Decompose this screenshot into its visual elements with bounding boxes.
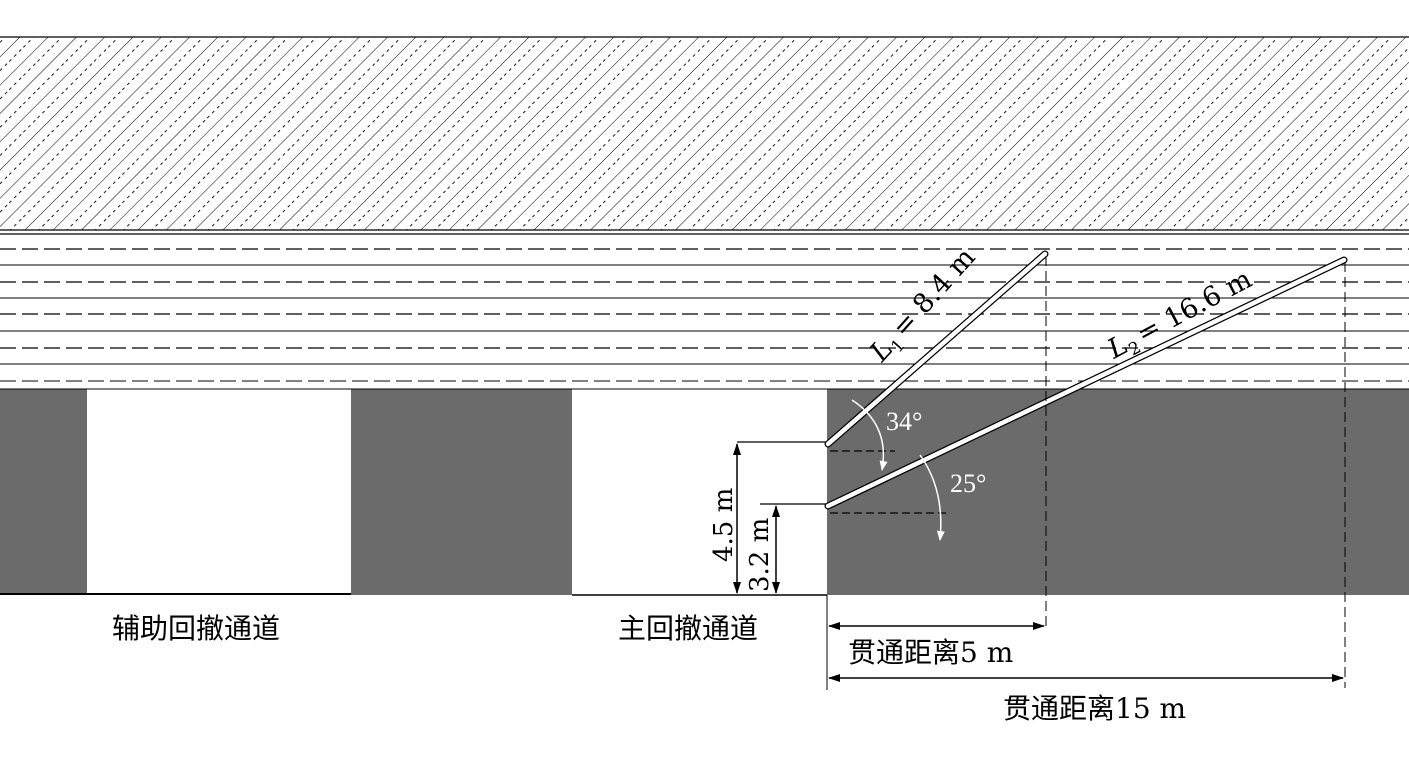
borehole-2 bbox=[824, 256, 1348, 510]
height-label-3.2: 3.2 m bbox=[745, 518, 775, 592]
height-dimension-4.5 bbox=[733, 441, 826, 594]
borehole-1-value: = 8.4 m bbox=[886, 242, 982, 343]
borehole-1-length-label: L1= 8.4 m bbox=[863, 242, 984, 371]
angle-label-25: 25° bbox=[950, 469, 986, 498]
angle-arc-34 bbox=[851, 399, 888, 471]
angle-label-34: 34° bbox=[886, 407, 922, 436]
through-distance-label-15: 贯通距离15 m bbox=[1003, 692, 1186, 725]
aux-channel-label: 辅助回撤通道 bbox=[112, 612, 280, 645]
coal-pillar-middle bbox=[351, 389, 572, 595]
through-distance-label-5: 贯通距离5 m bbox=[848, 636, 1013, 669]
main-channel-label: 主回撤通道 bbox=[618, 612, 758, 645]
coal-pillar-left bbox=[0, 389, 87, 595]
coal-seam bbox=[0, 389, 1409, 595]
borehole-1 bbox=[824, 250, 1049, 448]
roof-rock-layer bbox=[0, 36, 1409, 235]
coal-body-right bbox=[827, 389, 1409, 595]
height-dimension-3.2 bbox=[760, 503, 826, 594]
height-label-4.5: 4.5 m bbox=[709, 488, 739, 562]
borehole-2-length-label: L2= 16.6 m bbox=[1102, 264, 1259, 370]
angle-arc-25 bbox=[919, 454, 945, 541]
strata-lines bbox=[0, 248, 1409, 382]
